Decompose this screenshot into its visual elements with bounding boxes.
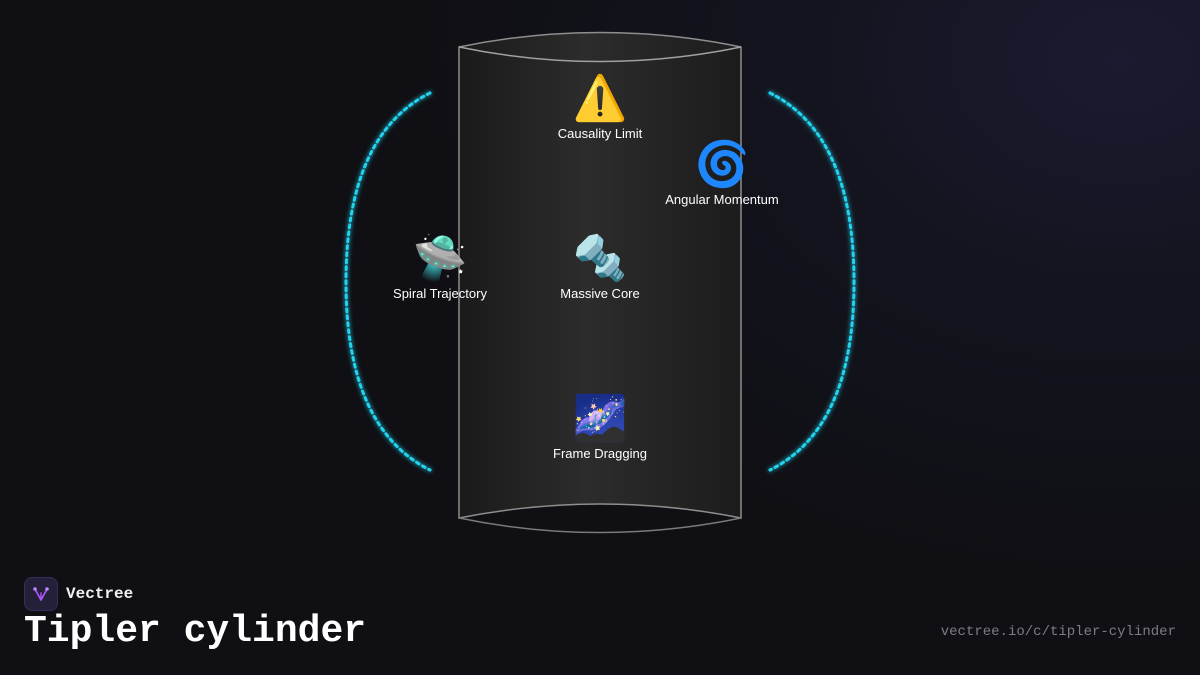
node-causality-limit: ⚠️ Causality Limit <box>510 73 690 142</box>
cylinder-bottom-rim <box>458 517 742 534</box>
node-label: Angular Momentum <box>665 192 779 207</box>
brand-name: Vectree <box>66 585 134 603</box>
node-frame-dragging: 🌌 Frame Dragging <box>510 393 690 462</box>
node-spiral-trajectory: 🛸 Spiral Trajectory <box>350 233 530 302</box>
brand: Vectree <box>24 577 133 611</box>
page-title: Tipler cylinder <box>24 610 367 653</box>
spiral-icon: 🌀 <box>694 139 750 190</box>
node-label: Causality Limit <box>557 126 643 141</box>
page-url: vectree.io/c/tipler-cylinder <box>940 624 1176 640</box>
vectree-logo-icon <box>24 577 58 611</box>
node-angular-momentum: 🌀 Angular Momentum <box>632 139 812 208</box>
orbit-arc-left <box>344 91 432 472</box>
nut-and-bolt-icon: 🔩 <box>572 233 628 284</box>
node-label: Spiral Trajectory <box>393 286 487 301</box>
flying-saucer-icon: 🛸 <box>412 233 468 284</box>
warning-icon: ⚠️ <box>572 73 628 124</box>
milky-way-icon: 🌌 <box>572 393 628 444</box>
node-label: Frame Dragging <box>553 446 647 461</box>
orbit-arc-right <box>768 91 856 472</box>
node-label: Massive Core <box>560 286 640 301</box>
cylinder-top-rim <box>458 46 742 63</box>
node-massive-core: 🔩 Massive Core <box>510 233 690 302</box>
